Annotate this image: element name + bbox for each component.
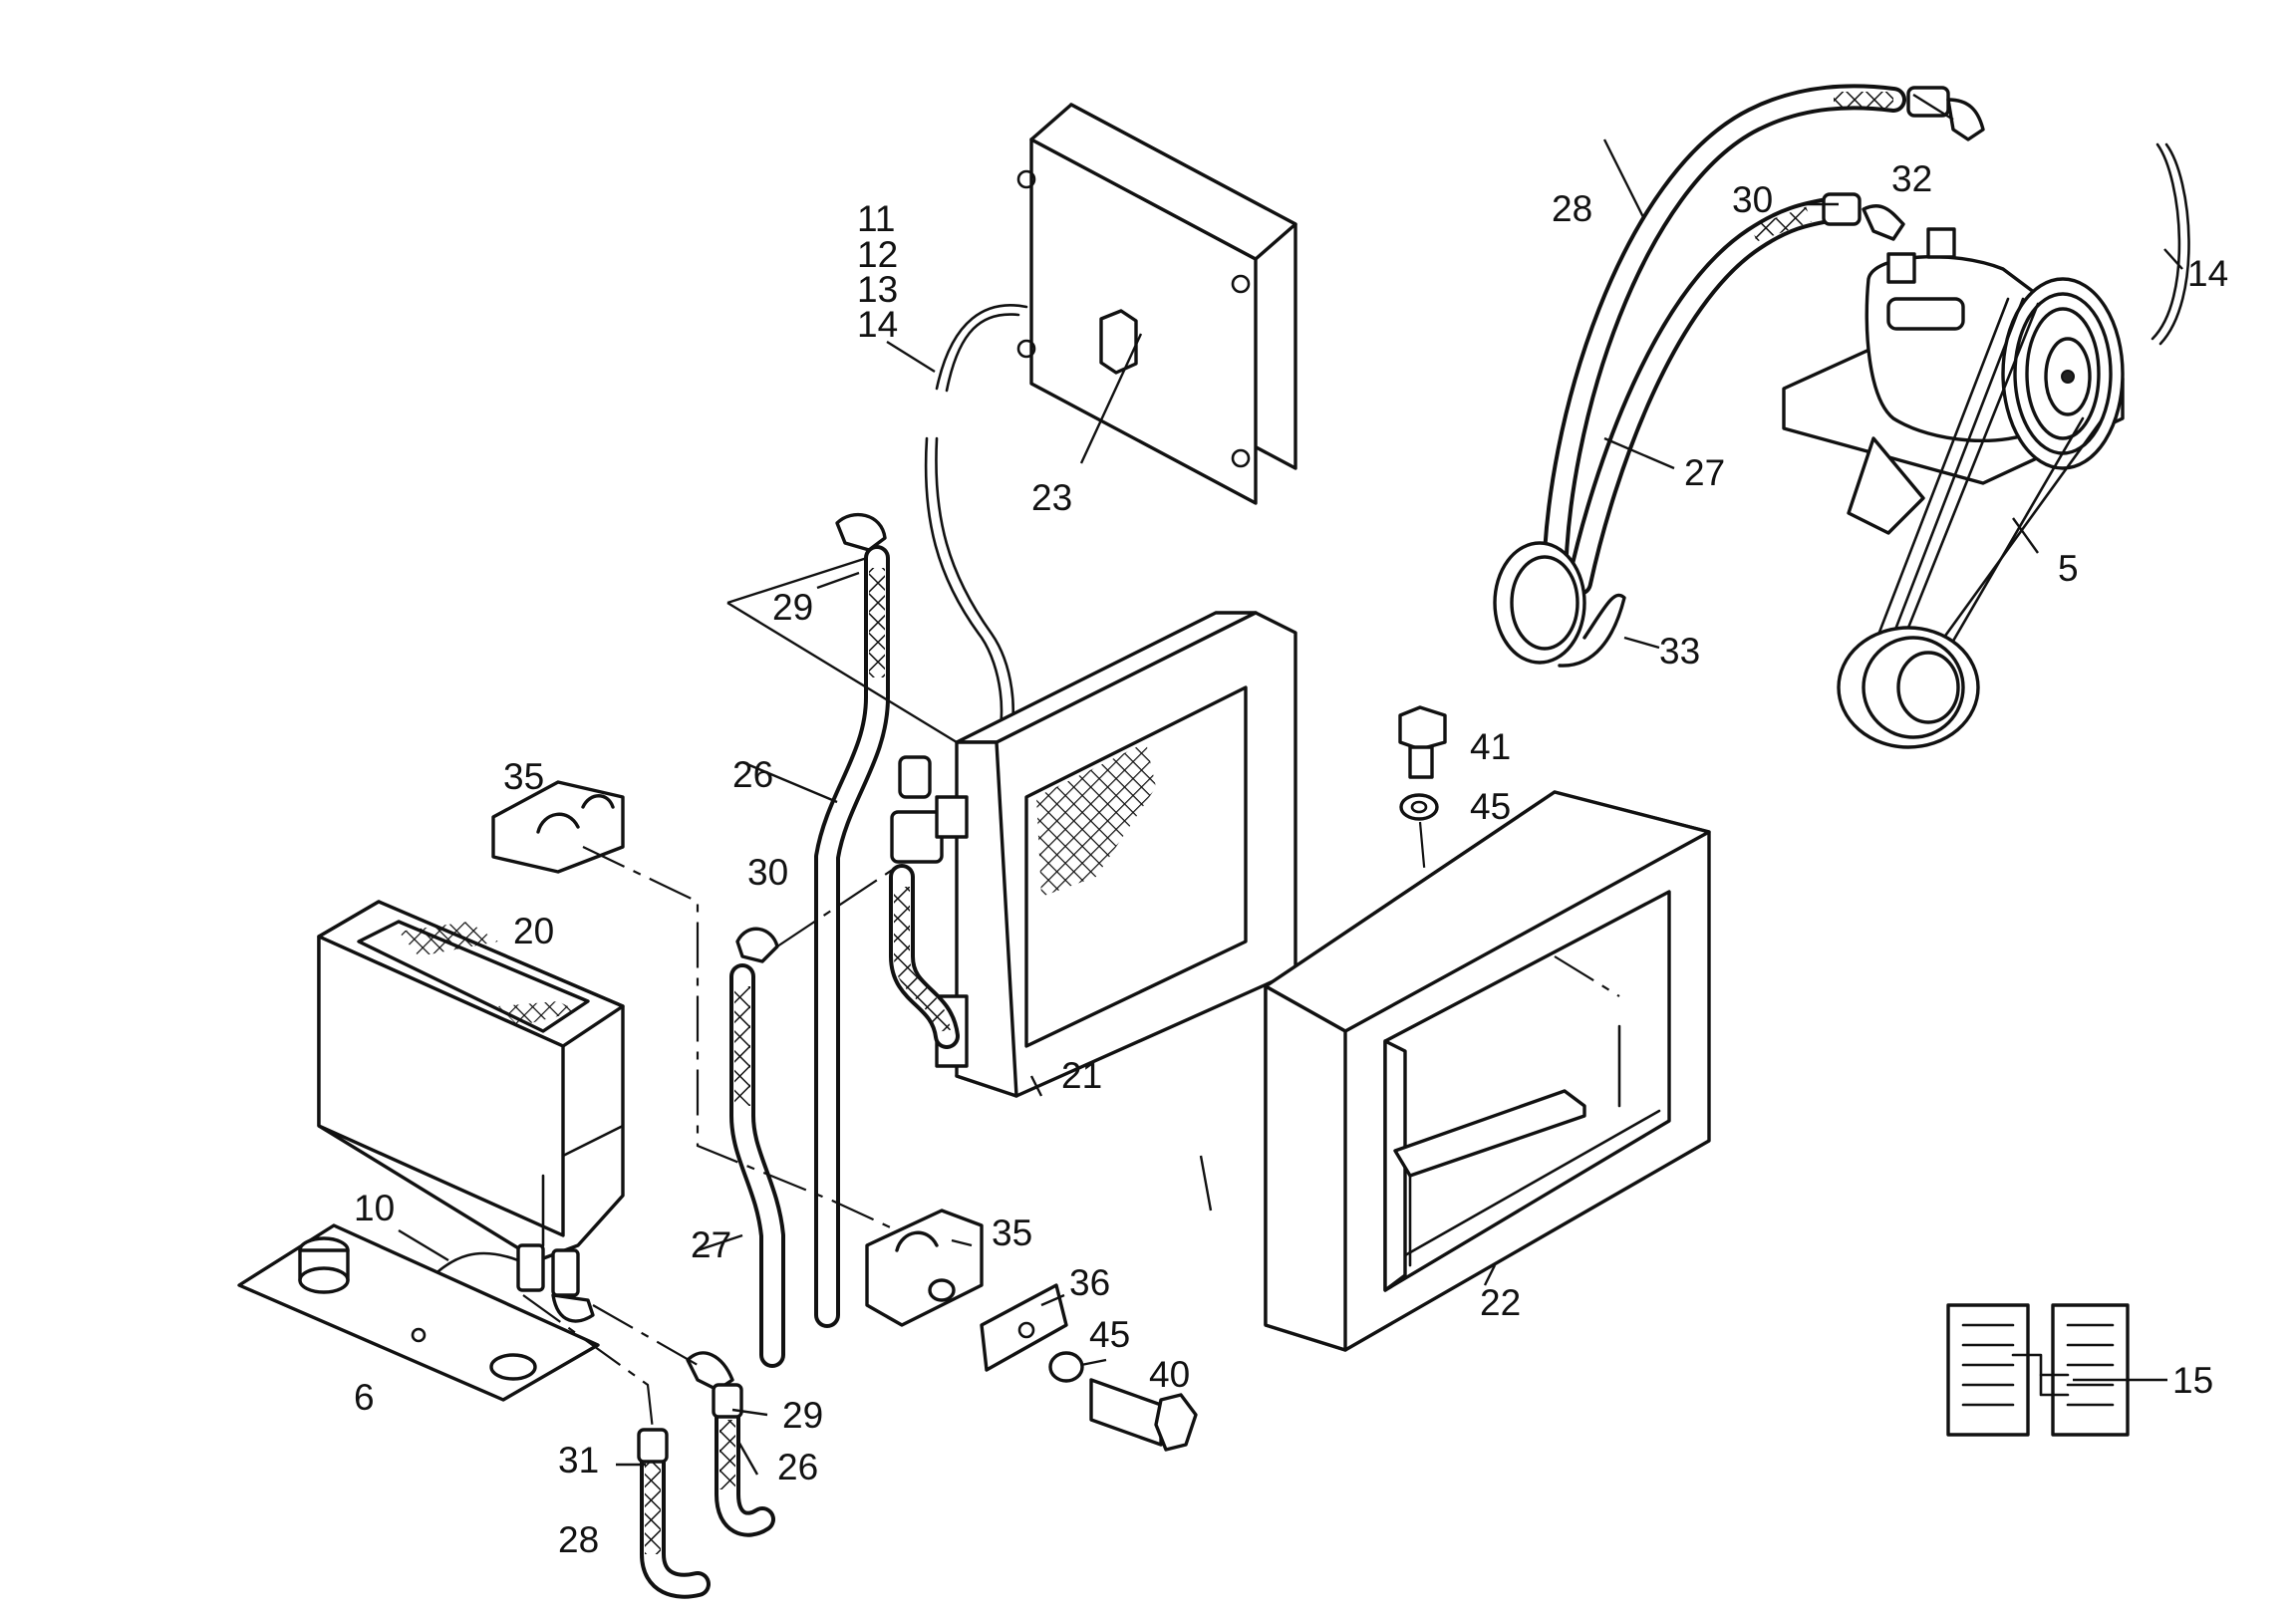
compressor xyxy=(1782,227,2125,535)
callout-5: 5 xyxy=(2058,548,2079,589)
callout-45-upper: 45 xyxy=(1470,786,1511,827)
callout-21: 21 xyxy=(1061,1055,1102,1096)
clamp-35-lower xyxy=(865,1209,984,1327)
bolt-41 xyxy=(1398,705,1447,779)
callout-12: 12 xyxy=(857,234,898,275)
cable-14-right xyxy=(2151,142,2181,341)
callout-30-upper: 30 xyxy=(1732,179,1773,220)
callout-22: 22 xyxy=(1480,1282,1521,1323)
control-box xyxy=(1016,103,1297,505)
callout-28-lower: 28 xyxy=(558,1519,599,1560)
callout-15: 15 xyxy=(2172,1360,2213,1401)
washer-45-upper xyxy=(1399,793,1439,821)
callout-23: 23 xyxy=(1031,477,1072,518)
callout-14-right: 14 xyxy=(2187,253,2228,294)
washer-45-lower xyxy=(1048,1351,1084,1383)
grommet-33 xyxy=(1493,541,1626,668)
callout-29-upper: 29 xyxy=(772,587,813,628)
callout-26-lower: 26 xyxy=(777,1447,818,1487)
callout-6: 6 xyxy=(354,1377,375,1418)
callout-26-center: 26 xyxy=(732,754,773,795)
callout-35-lower: 35 xyxy=(992,1213,1032,1253)
connector-socket xyxy=(1099,309,1138,375)
drive-belt xyxy=(1837,297,2105,749)
callout-36: 36 xyxy=(1069,1262,1110,1303)
receiver-drier xyxy=(317,900,625,1262)
callout-31: 31 xyxy=(558,1440,599,1481)
callout-13: 13 xyxy=(857,269,898,310)
callout-28-upper: 28 xyxy=(1552,188,1592,229)
callout-20: 20 xyxy=(513,911,554,951)
callout-40: 40 xyxy=(1149,1354,1190,1395)
bracket-plate xyxy=(237,1223,600,1402)
callout-35-upper: 35 xyxy=(503,756,544,797)
callout-33: 33 xyxy=(1659,631,1700,672)
bolt-40 xyxy=(1089,1378,1198,1452)
callout-27-upper: 27 xyxy=(1684,452,1725,493)
callout-45-lower: 45 xyxy=(1089,1314,1130,1355)
callout-11: 11 xyxy=(857,198,895,239)
callout-41: 41 xyxy=(1470,726,1511,767)
wiring-inset xyxy=(1946,1303,2130,1437)
callout-30-center: 30 xyxy=(747,852,788,893)
frame xyxy=(1264,790,1711,1352)
callout-29-lower: 29 xyxy=(782,1395,823,1436)
callout-10: 10 xyxy=(354,1188,395,1228)
callout-14-left: 14 xyxy=(857,304,898,345)
cable-11-14 xyxy=(935,304,1028,391)
evaporator-unit xyxy=(890,611,1297,1098)
callout-27-center: 27 xyxy=(691,1224,731,1265)
plate-36 xyxy=(980,1283,1068,1372)
callout-32: 32 xyxy=(1891,158,1932,199)
